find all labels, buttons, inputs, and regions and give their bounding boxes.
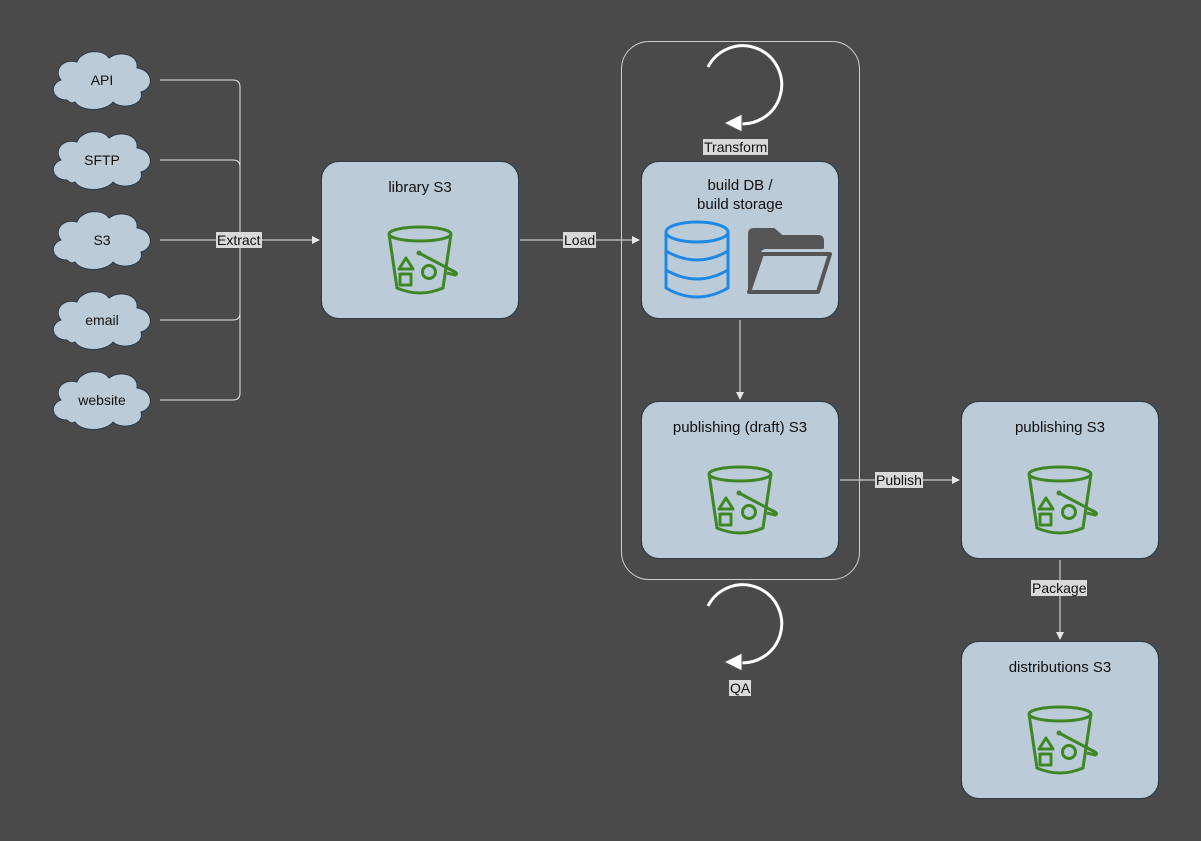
source-label: email	[85, 312, 119, 328]
transform-label: Transform	[703, 139, 769, 155]
extract-wire-website	[160, 240, 241, 401]
node-title: publishing (draft) S3	[672, 419, 808, 436]
extract-wire-email	[160, 240, 241, 321]
transform-loop-icon	[706, 44, 784, 133]
node-title: publishing S3	[1014, 419, 1106, 436]
source-label: SFTP	[84, 152, 120, 168]
s3-bucket-icon	[1027, 705, 1098, 775]
source-label: S3	[93, 232, 111, 248]
build-publish-group	[621, 41, 860, 580]
qa-loop-icon	[706, 583, 784, 672]
package-label: Package	[1031, 580, 1088, 596]
library-s3-node: library S3	[321, 161, 519, 319]
build-storage-node: build DB / build storage	[641, 161, 839, 319]
extract-label: Extract	[216, 232, 262, 248]
source-label: API	[90, 72, 114, 88]
source-cloud-website: website	[47, 368, 157, 432]
publish-label: Publish	[875, 472, 923, 488]
source-cloud-api: API	[47, 48, 157, 112]
s3-bucket-icon	[1027, 465, 1098, 535]
s3-bucket-icon	[707, 465, 778, 535]
source-label: website	[78, 392, 126, 408]
distributions-s3-node: distributions S3	[961, 641, 1159, 799]
extract-wire-api	[160, 79, 241, 240]
load-label: Load	[563, 232, 597, 248]
publishing-s3-node: publishing S3	[961, 401, 1159, 559]
folder-icon	[747, 228, 832, 294]
source-cloud-s3: S3	[47, 208, 157, 272]
publishing-draft-s3-node: publishing (draft) S3	[641, 401, 839, 559]
node-title: library S3	[388, 179, 452, 196]
qa-label: QA	[729, 680, 752, 696]
database-icon	[664, 220, 730, 299]
extract-wire-sftp	[160, 159, 241, 240]
source-cloud-sftp: SFTP	[47, 128, 157, 192]
source-cloud-email: email	[47, 288, 157, 352]
node-title: distributions S3	[1008, 659, 1112, 676]
s3-bucket-icon	[387, 225, 458, 295]
node-title: build DB / build storage	[697, 177, 783, 213]
